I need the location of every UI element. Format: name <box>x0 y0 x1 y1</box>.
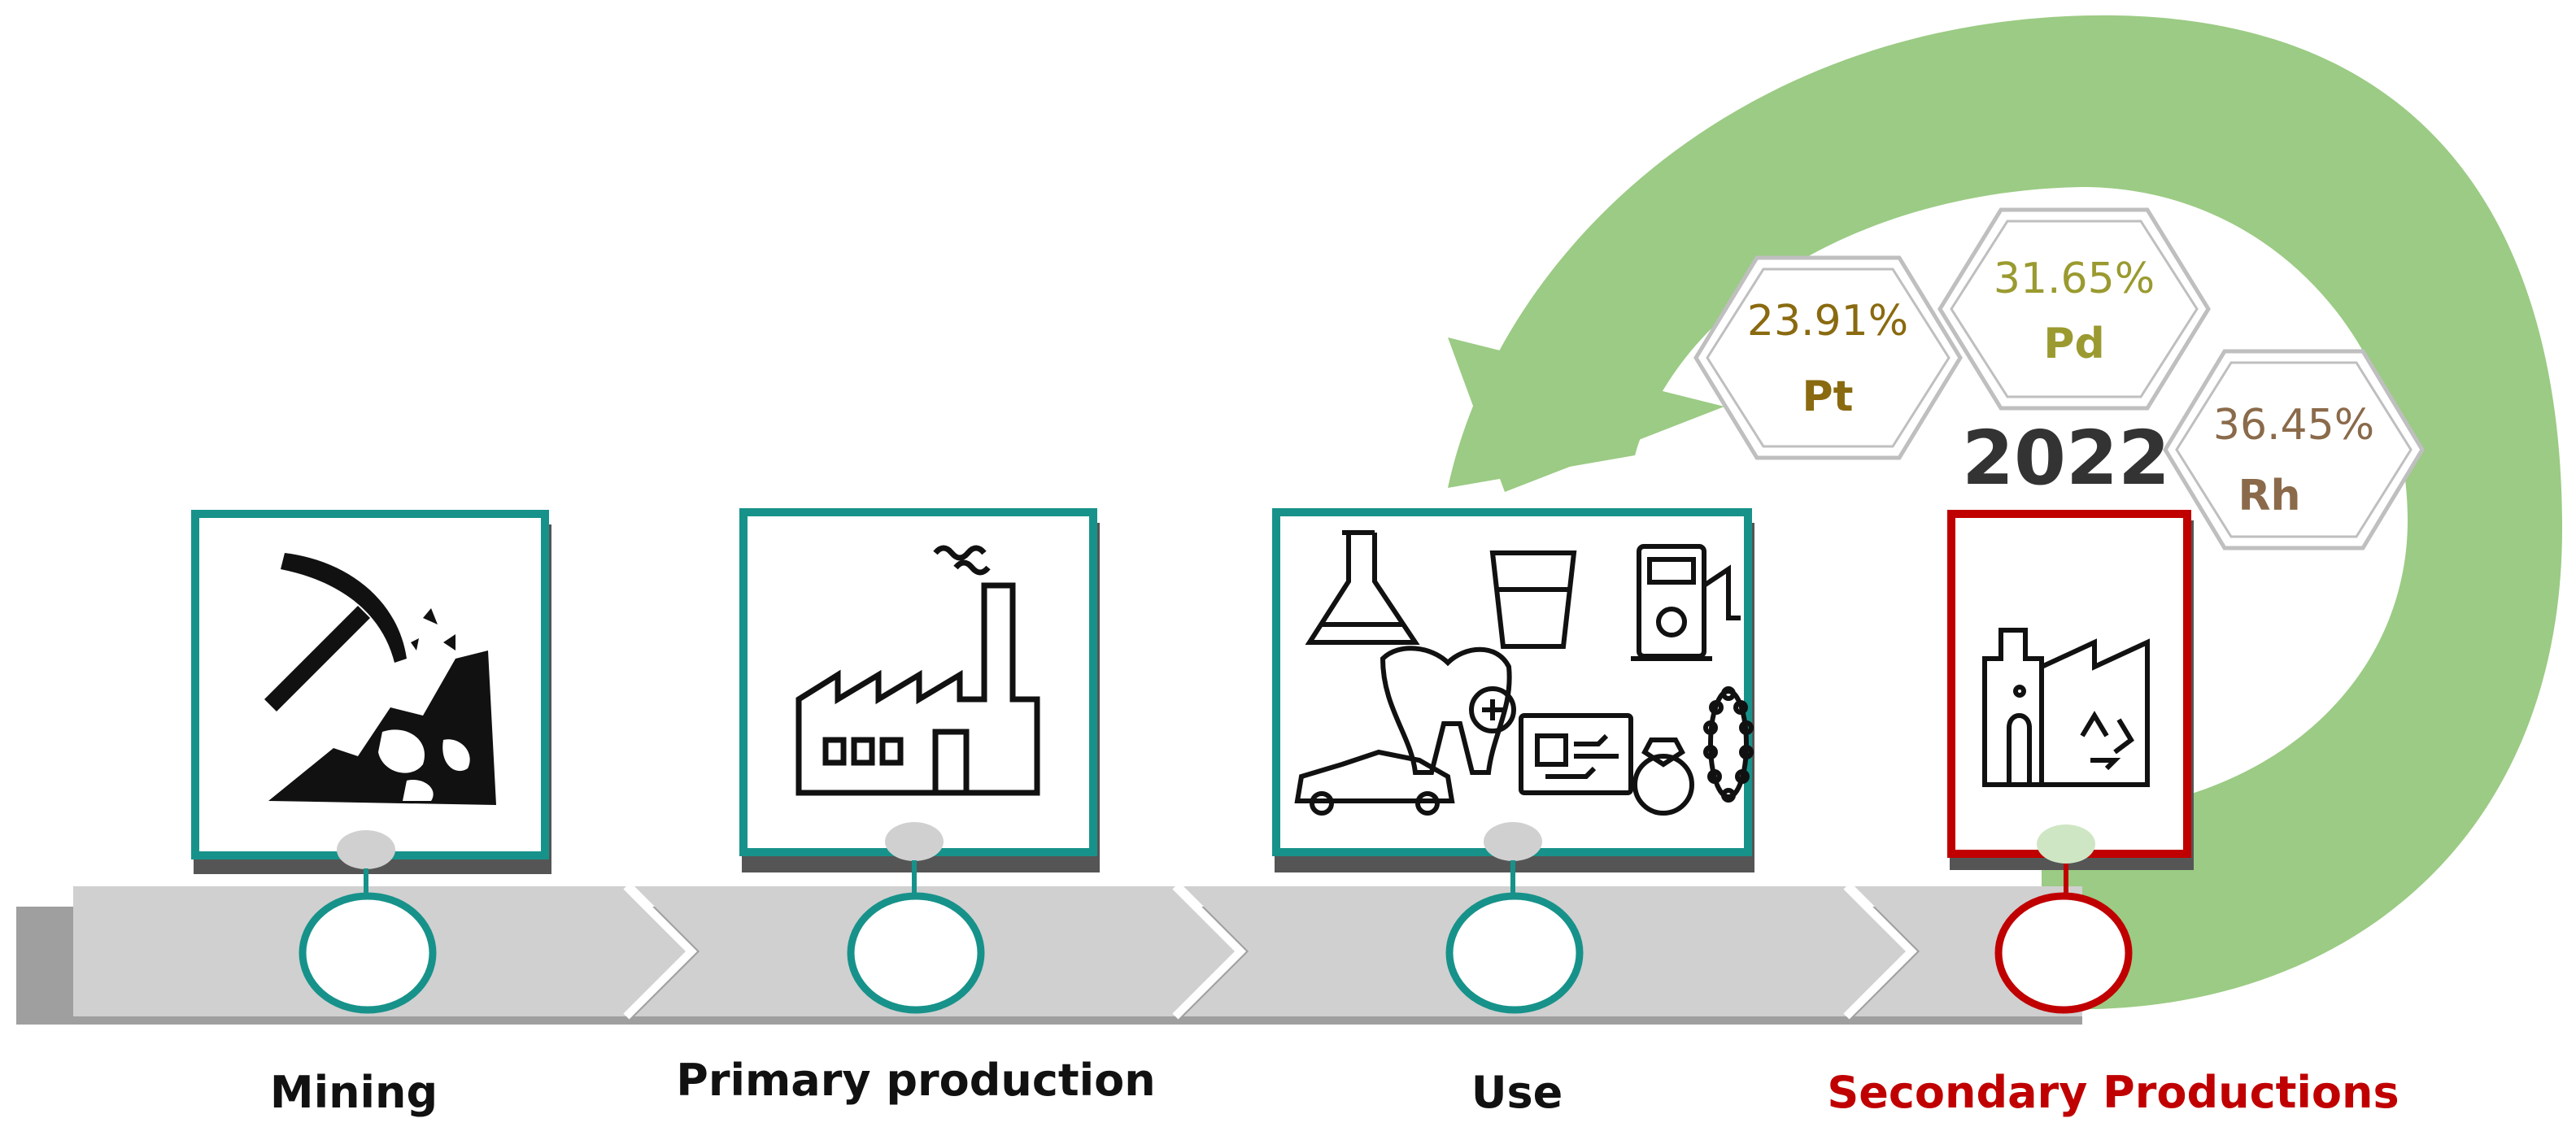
circuit-board-icon <box>1519 713 1633 795</box>
stage-label-mining: Mining <box>270 1067 438 1118</box>
stage-box <box>1272 508 1752 856</box>
hexagon-pd: 31.65% Pd <box>1937 207 2211 411</box>
share-element-pd: Pd <box>2043 320 2104 368</box>
chevron-separator <box>1843 883 1918 1020</box>
stage-label-primary-production: Primary production <box>676 1055 1155 1106</box>
share-percent-rh: 36.45% <box>2213 401 2374 450</box>
ring-jewelry-icon <box>1632 738 1694 816</box>
dental-tooth-icon <box>1380 646 1516 775</box>
stage-secondary-productions: Secondary Productions <box>1827 510 2399 1118</box>
stage-use: Use <box>1272 508 1754 1118</box>
chevron-separator <box>1172 883 1247 1020</box>
recycling-loop-arrowhead <box>1448 337 1724 492</box>
stage-mining: Mining <box>191 510 551 1118</box>
glass-of-water-icon <box>1489 550 1577 649</box>
recycling-plant-icon <box>1982 628 2150 787</box>
share-percent-pt: 23.91% <box>1747 297 1908 346</box>
factory-icon <box>795 545 1040 796</box>
stage-primary-production: Primary production <box>676 508 1156 1106</box>
pearl-necklace-icon <box>1703 686 1754 803</box>
year-label: 2022 <box>1962 415 2170 502</box>
stage-connector-dot <box>885 822 944 861</box>
chevron-separator <box>623 883 698 1020</box>
fuel-pump-icon <box>1631 544 1741 661</box>
stage-label-use: Use <box>1471 1067 1563 1118</box>
recycling-loop-arrow <box>1448 15 2562 1010</box>
stage-connector-dot <box>2037 825 2095 864</box>
stage-label-secondary-productions: Secondary Productions <box>1827 1067 2399 1118</box>
car-icon <box>1294 749 1455 816</box>
applications-collage-icon <box>1294 530 1754 816</box>
share-element-rh: Rh <box>2238 472 2300 520</box>
stage-connector-dot <box>1484 822 1542 861</box>
flask-icon <box>1305 530 1420 645</box>
stage-milestone-circle <box>1994 892 2133 1014</box>
share-element-pt: Pt <box>1802 372 1854 421</box>
hexagon-rh: 36.45% Rh <box>2163 349 2425 550</box>
stage-milestone-circle <box>1445 892 1584 1014</box>
stage-milestone-circle <box>847 892 985 1014</box>
share-percent-pd: 31.65% <box>1994 255 2155 303</box>
recycling-loop-arrow-body <box>1448 15 2562 1010</box>
pickaxe-rock-icon <box>264 553 496 805</box>
hexagon-pt: 23.91% Pt <box>1693 255 1963 460</box>
stage-milestone-circle <box>299 892 437 1014</box>
stage-connector-dot <box>337 830 395 869</box>
